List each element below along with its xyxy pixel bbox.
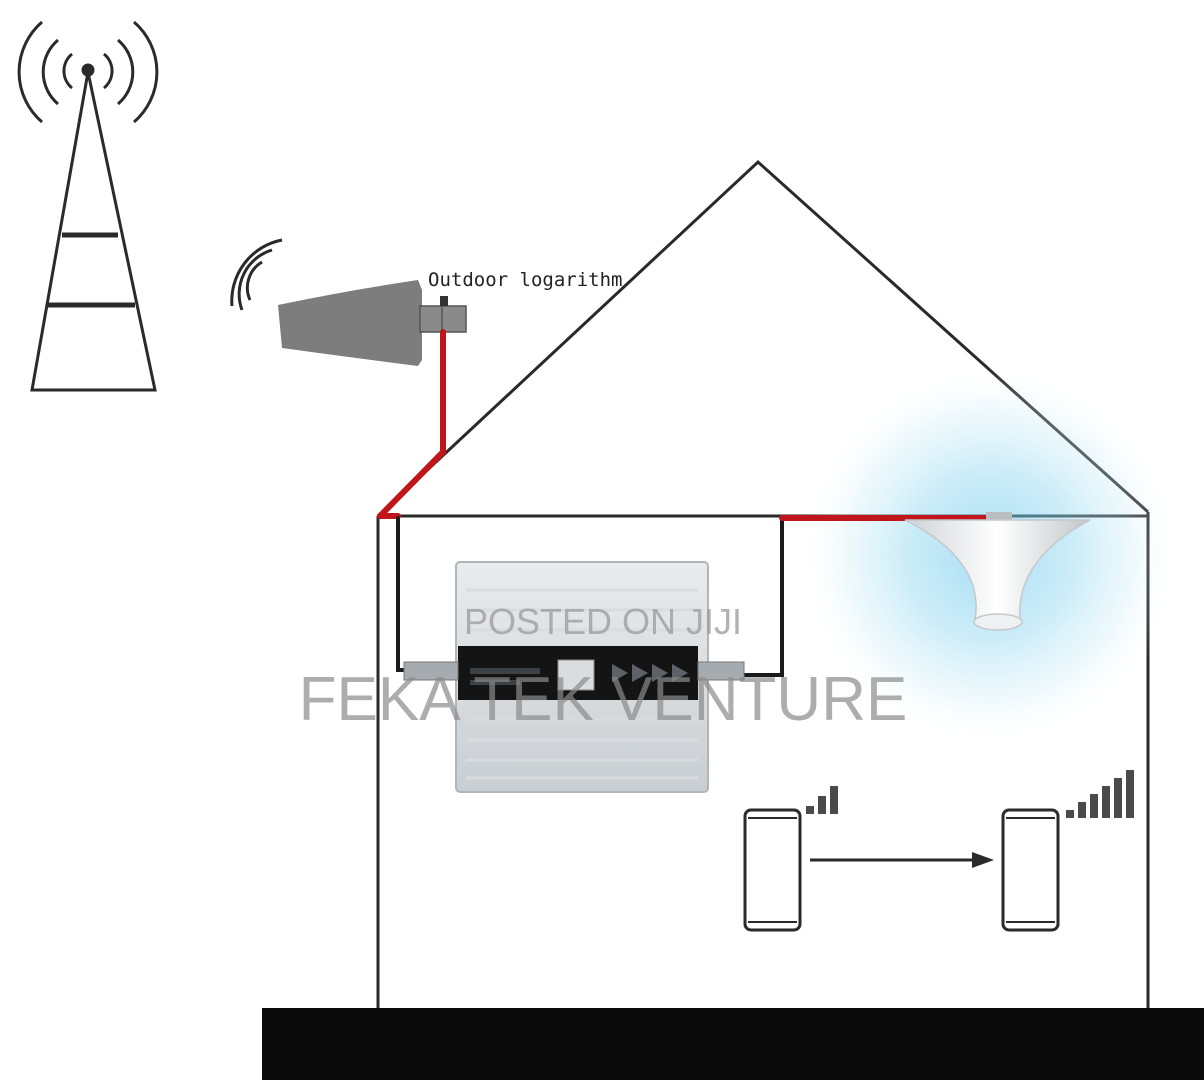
signal-bar [1102, 786, 1110, 818]
cell-tower-icon [17, 20, 159, 392]
signal-bar [1114, 778, 1122, 818]
log-periodic-antenna-icon [278, 280, 467, 366]
signal-strength-before [806, 786, 838, 814]
watermark-line-1: POSTED ON JIJI [464, 601, 742, 642]
signal-booster-icon [403, 561, 745, 793]
smartphone-icon-after [1001, 808, 1060, 932]
ground [262, 1008, 1204, 1080]
signal-bar [1126, 770, 1134, 818]
signal-bar [1066, 810, 1074, 818]
outdoor-signal-waves-icon [230, 238, 283, 311]
signal-bar [1078, 802, 1086, 818]
signal-strength-after [1066, 770, 1134, 818]
signal-bar [1090, 794, 1098, 818]
smartphone-icon-before [743, 808, 802, 932]
signal-bar [806, 806, 814, 814]
watermark-line-2: FEKA TEK VENTURE [299, 665, 908, 734]
outdoor-antenna-label: Outdoor logarithm [428, 269, 622, 291]
ceiling-antenna-icon [904, 512, 1091, 631]
signal-bar [818, 796, 826, 814]
signal-bar [830, 786, 838, 814]
arrow-right-icon [810, 852, 994, 868]
